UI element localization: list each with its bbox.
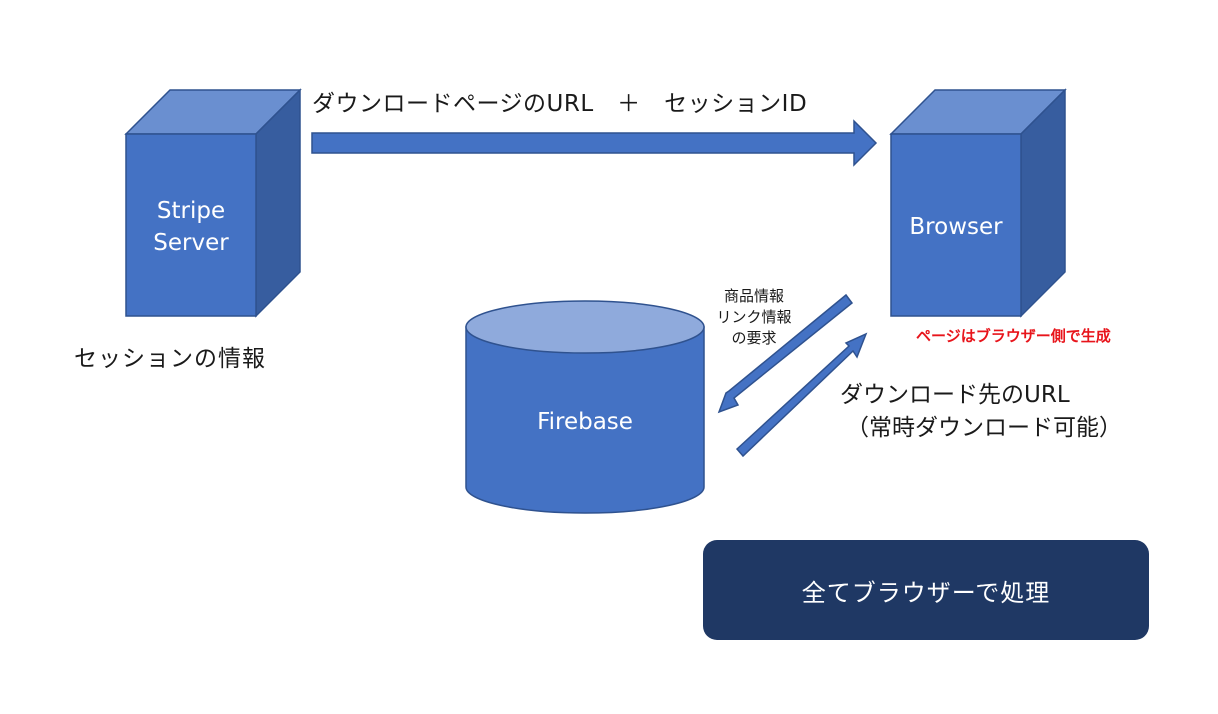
stripe-label-line2: Server bbox=[153, 230, 229, 256]
browser-processing-banner: 全てブラウザーで処理 bbox=[703, 540, 1149, 640]
browser-generation-note: ページはブラウザー側で生成 bbox=[916, 327, 1111, 345]
request-line-1: 商品情報 bbox=[723, 287, 784, 305]
browser-node: Browser bbox=[889, 88, 1067, 318]
request-line-3: の要求 bbox=[731, 329, 777, 347]
firebase-label: Firebase bbox=[537, 409, 633, 435]
firebase-cylinder-top bbox=[465, 300, 705, 354]
browser-cube-front bbox=[890, 133, 1022, 317]
banner-text: 全てブラウザーで処理 bbox=[801, 578, 1051, 607]
stripe-label-line1: Stripe bbox=[157, 198, 225, 224]
browser-label: Browser bbox=[909, 214, 1003, 240]
stripe-server-node: Stripe Server bbox=[124, 88, 302, 318]
download-url-label: ダウンロード先のURL bbox=[840, 382, 1070, 408]
download-availability-label: （常時ダウンロード可能） bbox=[846, 415, 1122, 441]
firebase-node: Firebase bbox=[465, 300, 705, 514]
stripe-cube-front bbox=[125, 133, 257, 317]
session-info-label: セッションの情報 bbox=[74, 346, 266, 372]
request-line-2: リンク情報 bbox=[716, 308, 792, 326]
url-session-label: ダウンロードページのURL ＋ セッションID bbox=[312, 91, 808, 117]
browser-to-firebase-arrow bbox=[717, 293, 854, 414]
firebase-cylinder-body bbox=[465, 326, 705, 514]
stripe-to-browser-arrow bbox=[311, 119, 878, 167]
firebase-to-browser-arrow bbox=[735, 332, 868, 458]
request-label: 商品情報 リンク情報 の要求 bbox=[704, 286, 804, 349]
